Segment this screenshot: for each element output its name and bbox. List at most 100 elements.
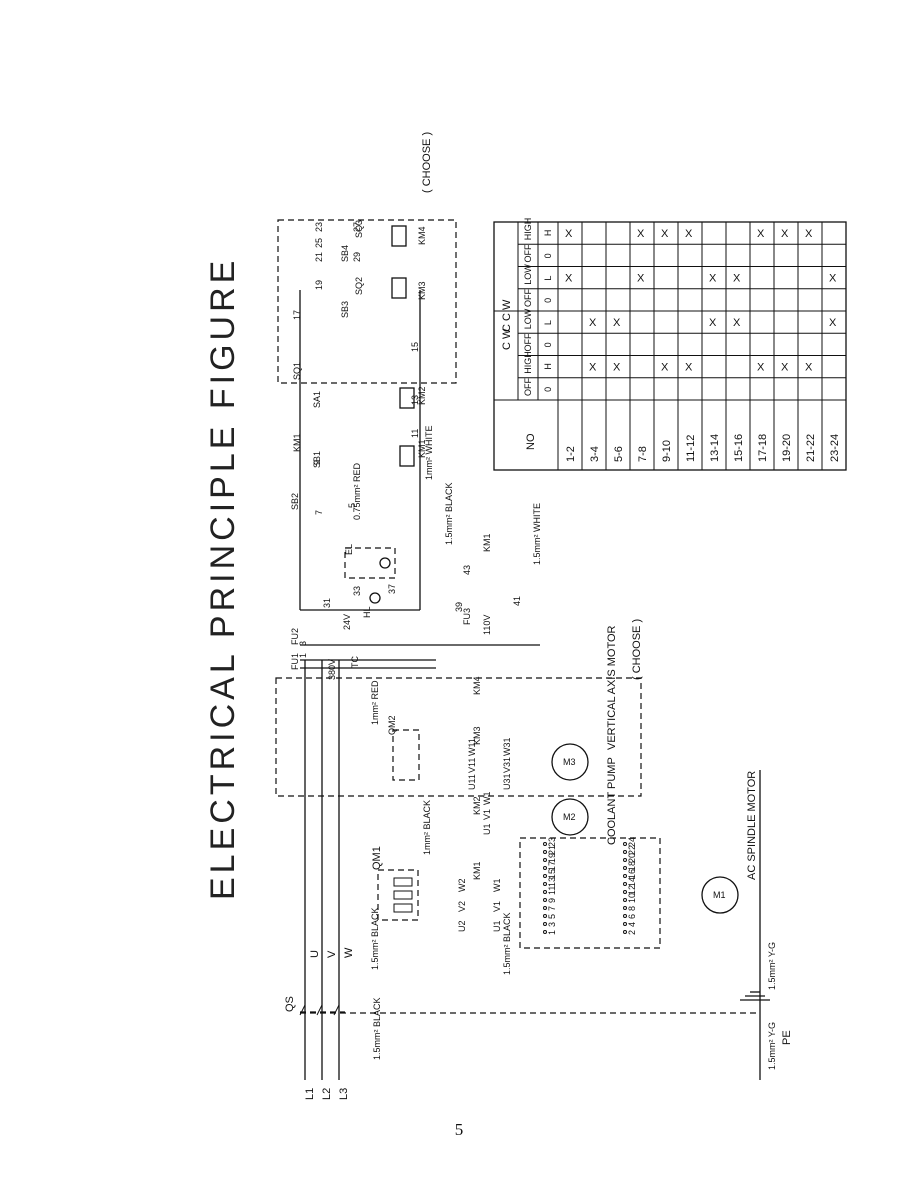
v24-label: 24V (342, 614, 352, 630)
strip-node (623, 898, 627, 902)
wire-black-15-motor: 1.5mm² BLACK (502, 912, 512, 975)
wire-black-15-ctrl: 1.5mm² BLACK (444, 482, 454, 545)
table-mark: X (829, 273, 837, 285)
table-col-code: L (543, 276, 553, 281)
control-node-number: 13 (410, 395, 420, 405)
hl-label: HL (362, 606, 372, 618)
m3-term-u11: U11 (467, 774, 477, 790)
table-row-no: 11-12 (685, 435, 697, 462)
table-no-header: NO (525, 433, 537, 450)
coolant-pump-label: COOLANT PUMP (606, 757, 618, 845)
table-row-no: 13-14 (709, 434, 721, 462)
table-mark: X (685, 362, 693, 374)
table-col-code: H (543, 363, 553, 370)
strip-terminal-odd: 21 (547, 845, 557, 855)
table-mark: X (637, 228, 645, 240)
table-mark: X (613, 362, 621, 374)
strip-terminal-odd: 1 (547, 930, 557, 935)
strip-node (623, 866, 627, 870)
coolant-pump-section: M2 COOLANT PUMP KM2 U1 V1 W1 (472, 757, 618, 845)
km1-coil-label: KM1 (417, 439, 427, 458)
control-node-number: 3 (298, 641, 308, 646)
wire-black-15-bus: 1.5mm² BLACK (370, 907, 380, 970)
v380-label: 380V (327, 659, 337, 680)
table-mark: X (733, 273, 741, 285)
m1-term-v1: V1 (492, 901, 502, 912)
strip-node (543, 922, 547, 926)
control-node-number: 27 (352, 222, 362, 232)
table-row-no: 17-18 (757, 434, 769, 462)
km1-aux-label: KM1 (482, 533, 492, 552)
strip-terminal-even: 24 (627, 837, 637, 847)
protective-earth: PE 1.5mm² Y-G 1.5mm² Y-G (300, 770, 793, 1080)
wire-yg-15-b: 1.5mm² Y-G (767, 942, 777, 990)
qm1-breaker: QM1 1mm² BLACK KM1 (371, 800, 482, 921)
m2-term-u1: U1 (482, 823, 492, 835)
table-mark: X (685, 228, 693, 240)
wire-yg-15-a: 1.5mm² Y-G (767, 1022, 777, 1070)
page-number: 5 (454, 1120, 464, 1139)
table-col-code: L (543, 320, 553, 325)
vertical-axis-section: M3 VERTICAL AXIS MOTOR ( CHOOSE ) QM2 1m… (275, 619, 643, 797)
control-node-number: 5 (347, 503, 357, 508)
table-mark: X (709, 317, 717, 329)
control-node-number: 17 (292, 310, 302, 320)
strip-terminal-even: 16 (627, 869, 637, 879)
table-mark: X (565, 273, 573, 285)
control-node-number: 39 (454, 602, 464, 612)
phase-l3-label: L3 (338, 1088, 350, 1100)
choose-top-label: ( CHOOSE ) (421, 132, 433, 193)
m1-term-w2: W2 (457, 879, 467, 893)
strip-terminal-odd: 13 (547, 877, 557, 887)
strip-terminal-odd: 5 (547, 914, 557, 919)
strip-node (543, 930, 547, 934)
strip-node (543, 850, 547, 854)
table-mark: X (709, 273, 717, 285)
table-col-label: OFF (523, 289, 533, 307)
motor-m3 (551, 743, 589, 781)
strip-node (623, 914, 627, 918)
fu2-label: FU2 (290, 628, 300, 645)
table-mark: X (589, 317, 597, 329)
table-row-no: 1-2 (565, 446, 577, 462)
wire-black-15-input: 1.5mm² BLACK (372, 997, 382, 1060)
table-row-no: 15-16 (733, 434, 745, 462)
control-node-number: 33 (352, 586, 362, 596)
table-col-label: HIGH (523, 218, 533, 241)
strip-node (543, 898, 547, 902)
table-mark: X (829, 317, 837, 329)
table-mark: X (661, 362, 669, 374)
m3-term-w11: W11 (467, 738, 477, 756)
control-circuit: FU1 380V TC FU2 24V FU3 110V HL EL 0.75m… (290, 290, 542, 680)
pe-label: PE (781, 1030, 793, 1045)
table-col-label: HIGH (523, 351, 533, 374)
strip-terminal-odd: 19 (547, 853, 557, 863)
km1-power-label: KM1 (472, 861, 482, 880)
table-row-no: 3-4 (589, 446, 601, 462)
m1-term-u1: U1 (492, 920, 502, 932)
strip-node (543, 882, 547, 886)
m1-term-v2: V2 (457, 901, 467, 912)
bus-u-label: U (309, 950, 321, 958)
sb1-label: SB1 (312, 451, 322, 468)
table-mark: X (565, 228, 573, 240)
table-row-no: 21-22 (805, 434, 817, 462)
control-node-number: 7 (314, 510, 324, 515)
strip-node (543, 890, 547, 894)
strip-terminal-odd: 17 (547, 861, 557, 871)
m3-term-u31: U31 (502, 773, 512, 790)
strip-terminal-even: 12 (627, 885, 637, 895)
strip-terminal-even: 4 (627, 922, 637, 927)
wire-white-15: 1.5mm² WHITE (532, 503, 542, 565)
m3-term-v11: V11 (467, 758, 477, 773)
control-node-number: 37 (387, 584, 397, 594)
table-col-label: LOW (523, 308, 533, 329)
strip-terminal-even: 2 (627, 930, 637, 935)
control-node-number: 25 (314, 238, 324, 248)
strip-node (543, 842, 547, 846)
m1-term-u2: U2 (457, 920, 467, 932)
control-node-number: 41 (512, 596, 522, 606)
